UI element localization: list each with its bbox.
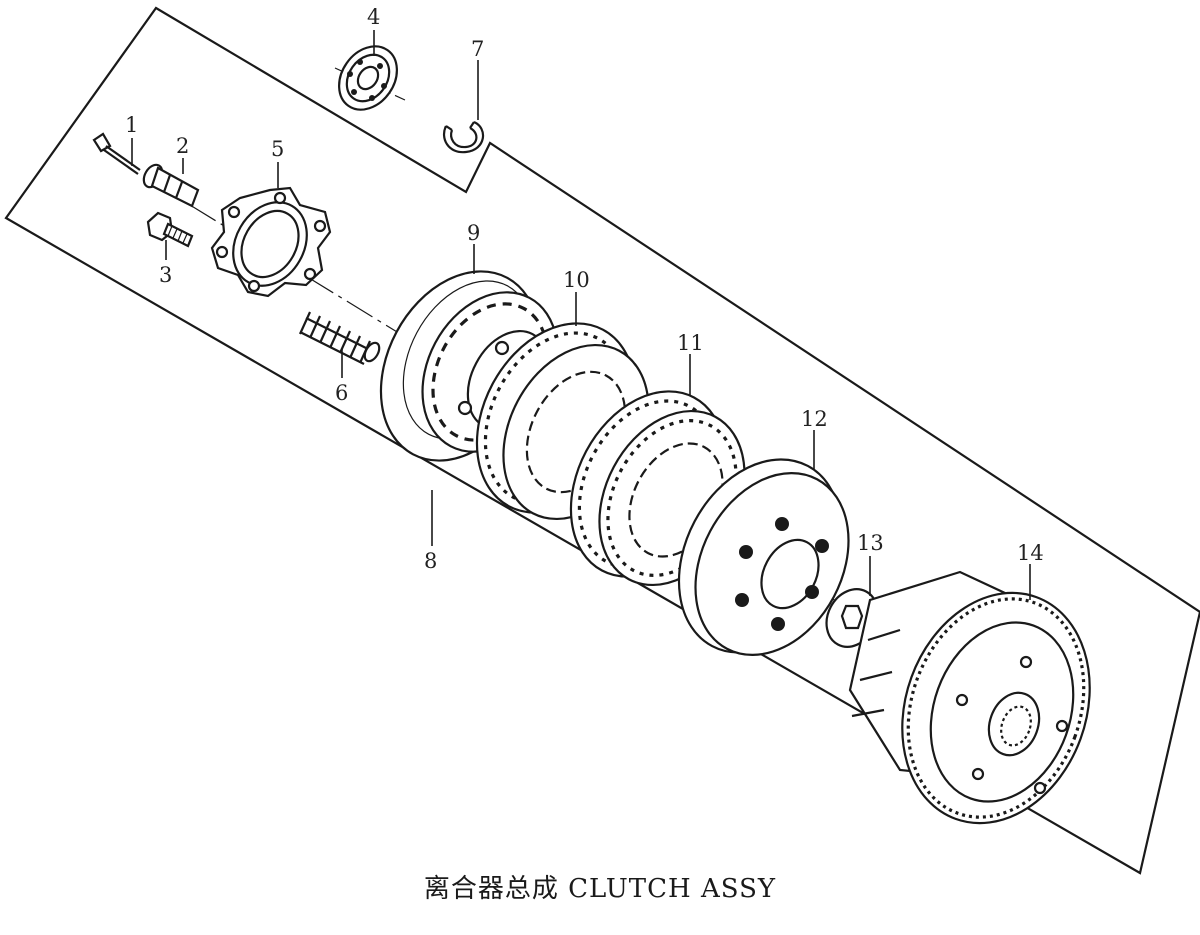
part-14-clutch-outer xyxy=(848,570,1091,825)
part-12-pressure-plate xyxy=(677,458,850,657)
callout-12: 12 xyxy=(801,407,828,431)
callout-14: 14 xyxy=(1017,541,1044,565)
part-5-pressure-hub xyxy=(210,186,332,298)
callout-6: 6 xyxy=(335,381,348,405)
part-3-bolt xyxy=(146,211,194,248)
callout-1: 1 xyxy=(125,113,138,137)
callout-8: 8 xyxy=(424,549,437,573)
callout-13: 13 xyxy=(857,531,884,555)
part-1-pin xyxy=(92,132,141,175)
part-2-spindle xyxy=(142,163,200,208)
frame-outline xyxy=(4,6,1200,875)
callout-11: 11 xyxy=(677,331,704,355)
part-6-spring xyxy=(298,311,381,365)
leader-lines xyxy=(131,30,1031,600)
callout-10: 10 xyxy=(563,268,590,292)
callout-2: 2 xyxy=(176,134,189,158)
part-4-bearing xyxy=(338,45,398,111)
callout-3: 3 xyxy=(159,263,172,287)
callout-9: 9 xyxy=(467,221,480,245)
part-7-circlip xyxy=(442,120,484,154)
callout-5: 5 xyxy=(271,137,284,161)
callout-4: 4 xyxy=(367,5,380,29)
diagram-caption: 离合器总成 CLUTCH ASSY xyxy=(423,874,777,904)
callout-7: 7 xyxy=(471,37,484,61)
